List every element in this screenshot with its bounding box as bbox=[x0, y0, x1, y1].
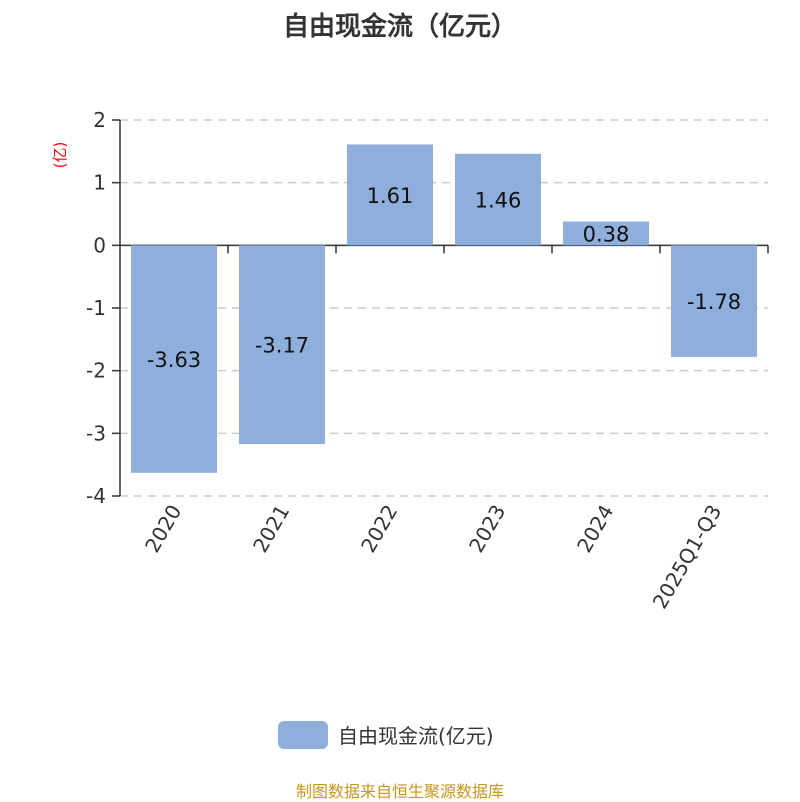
bar-chart: 2 1 0 -1 -2 -3 -4 (亿) -3.63 2020 -3.17 2021 1.61 2022… bbox=[51, 108, 769, 613]
bar bbox=[563, 221, 649, 246]
data-label: 0.38 bbox=[583, 222, 630, 246]
x-tick-label: 2022 bbox=[356, 501, 402, 557]
x-tick-label: 2025Q1-Q3 bbox=[648, 501, 727, 613]
bar bbox=[131, 245, 217, 473]
data-label: 1.61 bbox=[367, 184, 414, 208]
y-tick-label: -2 bbox=[86, 359, 106, 383]
data-label: -3.17 bbox=[255, 334, 309, 358]
y-tick-label: -3 bbox=[86, 421, 106, 445]
y-tick-label: 1 bbox=[93, 171, 106, 195]
chart-title: 自由现金流（亿元） bbox=[282, 12, 517, 42]
data-label: -1.78 bbox=[687, 290, 741, 314]
data-label: -3.63 bbox=[147, 348, 201, 372]
x-tick-label: 2020 bbox=[140, 501, 186, 557]
source-note: 制图数据来自恒生聚源数据库 bbox=[295, 782, 504, 801]
legend-swatch bbox=[278, 720, 328, 749]
x-tick-label: 2024 bbox=[572, 501, 618, 557]
bar bbox=[455, 153, 541, 246]
bar bbox=[671, 245, 757, 357]
y-tick-label: 2 bbox=[93, 108, 106, 132]
y-tick-label: 0 bbox=[93, 233, 106, 257]
data-label: 1.46 bbox=[475, 189, 522, 213]
y-axis-label: (亿) bbox=[51, 142, 69, 169]
x-tick-label: 2023 bbox=[464, 501, 510, 557]
legend-label: 自由现金流(亿元) bbox=[338, 724, 494, 748]
legend[interactable]: 自由现金流(亿元) bbox=[278, 720, 494, 749]
y-tick-label: -1 bbox=[86, 296, 106, 320]
bar bbox=[239, 245, 325, 444]
bar bbox=[347, 144, 433, 246]
y-tick-label: -4 bbox=[86, 484, 106, 508]
x-tick-label: 2021 bbox=[248, 501, 294, 557]
